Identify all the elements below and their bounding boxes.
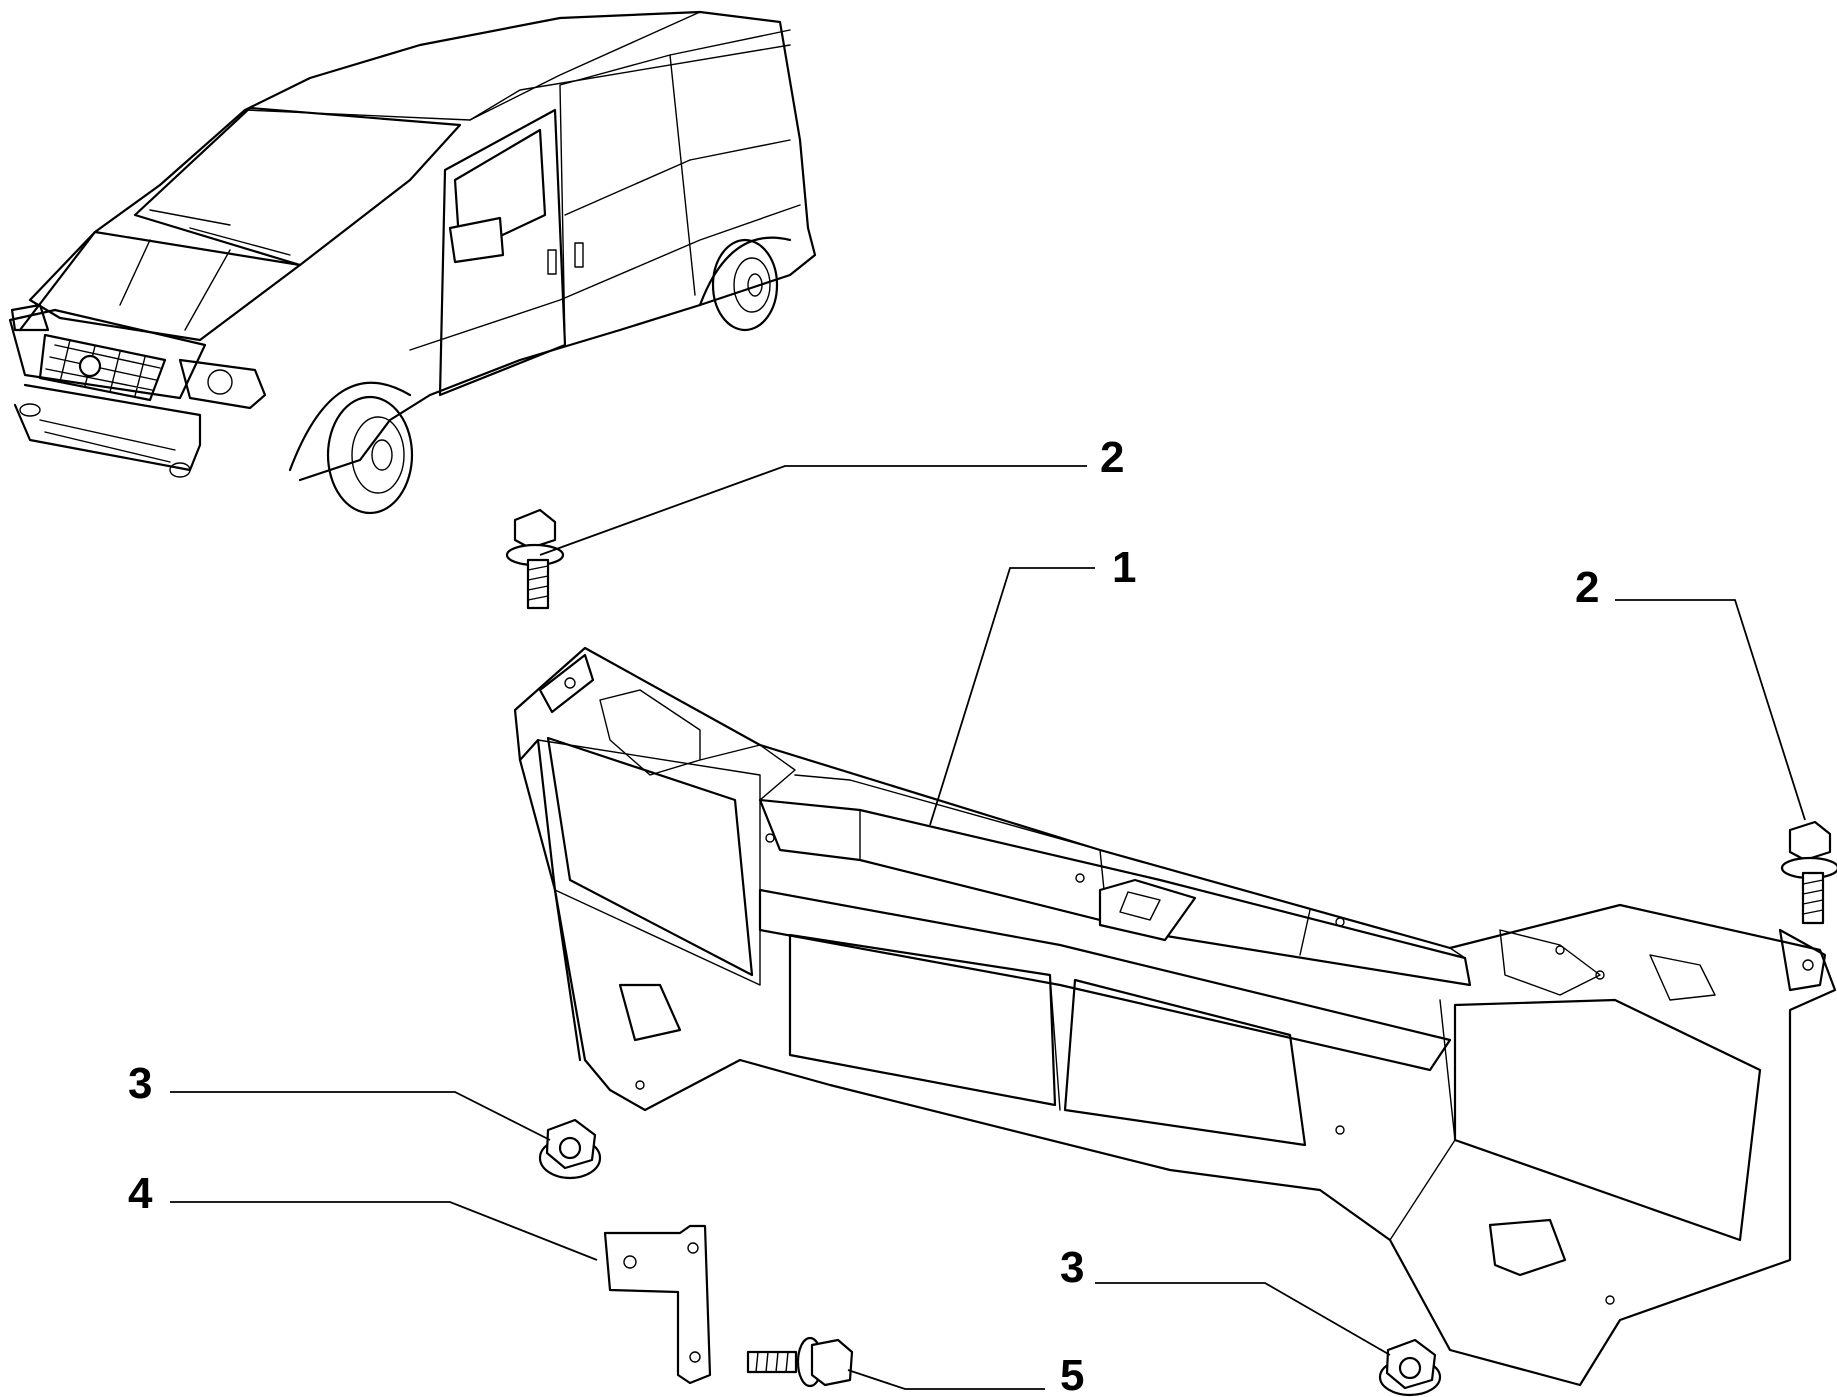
front-crossmember-part [513,646,1837,1387]
callout-5: 5 [1060,1351,1084,1397]
callout-4: 4 [128,1169,153,1218]
leader-lines [170,465,1806,1390]
callout-3-left: 3 [128,1059,152,1108]
leader-2-left [539,465,1087,556]
leader-2-right [1615,599,1806,821]
callout-1: 1 [1112,543,1136,592]
callout-3-right: 3 [1060,1243,1084,1292]
leader-3-right [1095,1282,1391,1356]
leader-1 [929,567,1095,826]
bracket-part [603,1224,712,1385]
van-illustration [8,10,817,515]
leader-4 [170,1201,598,1261]
hex-bolt-part [746,1336,854,1388]
flange-nut-part-left [538,1118,602,1180]
callout-2-right: 2 [1575,563,1599,612]
callout-labels: 1 2 2 3 3 4 5 [128,433,1599,1397]
flange-bolt-part-left [505,508,565,610]
callout-2-left: 2 [1100,433,1124,482]
leader-3-left [170,1091,551,1141]
leader-5 [847,1369,1045,1390]
flange-nut-part-right [1378,1338,1442,1397]
flange-bolt-part-right [1780,820,1837,925]
